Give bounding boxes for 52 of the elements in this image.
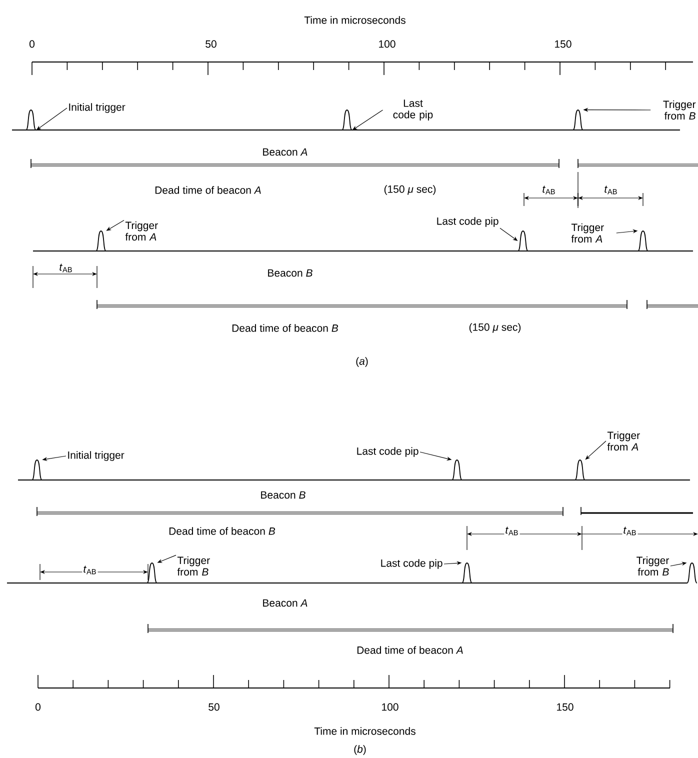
- pulse: [638, 230, 648, 252]
- pulse: [32, 460, 42, 480]
- label: Beacon A: [261, 598, 309, 608]
- pulse: [26, 110, 36, 130]
- label: Dead time of beacon A: [356, 645, 464, 655]
- pulse: [518, 230, 528, 252]
- label: Beacon B: [266, 268, 314, 278]
- label: 100: [380, 702, 400, 712]
- annotation-text: Last code pip: [437, 217, 498, 227]
- annotation-text: Last code pip: [393, 100, 433, 120]
- annotation-text: Trigger from A: [125, 221, 158, 241]
- annotation-text: Trigger from A: [571, 223, 604, 243]
- label: 150: [553, 39, 573, 49]
- label: (150 μ sec): [468, 322, 522, 334]
- annotation-text: Trigger from B: [636, 556, 670, 576]
- label: Beacon A: [261, 147, 309, 157]
- label: 150: [555, 702, 575, 712]
- label: Dead time of beacon A: [154, 185, 262, 195]
- label: t$_{AB}$: [603, 184, 619, 196]
- pulse: [572, 110, 584, 130]
- label: 0: [28, 39, 36, 49]
- label: (150 μ sec): [382, 184, 438, 196]
- annotation-text: Initial trigger: [69, 103, 126, 113]
- label: (a): [354, 356, 370, 368]
- annotation-text: Trigger from B: [177, 556, 210, 576]
- label: 50: [204, 39, 218, 49]
- label: t$_{AB}$: [541, 184, 557, 196]
- pulse: [686, 562, 698, 584]
- label: Time in microseconds: [313, 726, 417, 736]
- annotation-text: Trigger from A: [607, 431, 640, 451]
- label: 50: [207, 702, 221, 712]
- label: t$_{AB}$: [58, 262, 74, 274]
- label: 0: [34, 702, 42, 712]
- annotation-text: Last code pip: [357, 447, 418, 457]
- label: 100: [377, 39, 397, 49]
- pulse: [574, 460, 586, 480]
- annotation-text: Initial trigger: [68, 451, 124, 461]
- label: t$_{AB}$: [622, 526, 638, 536]
- label: (b): [352, 744, 368, 756]
- label: t$_{AB}$: [504, 526, 520, 536]
- pulse: [462, 562, 472, 584]
- label: Beacon B: [259, 490, 307, 500]
- pulse: [452, 460, 462, 480]
- annotation-text: Trigger from B: [663, 100, 696, 120]
- annotation-text: Last code pip: [381, 559, 442, 569]
- label: Dead time of beacon B: [230, 323, 340, 333]
- label: Dead time of beacon B: [168, 526, 276, 536]
- label: t$_{AB}$: [82, 564, 98, 576]
- pulse: [342, 110, 352, 130]
- label: Time in microseconds: [303, 15, 407, 25]
- pulse: [96, 230, 106, 252]
- pulse: [146, 562, 158, 584]
